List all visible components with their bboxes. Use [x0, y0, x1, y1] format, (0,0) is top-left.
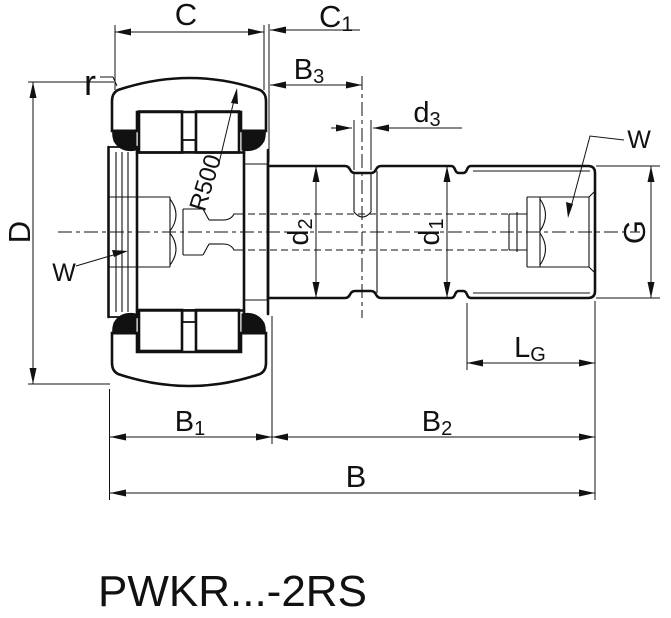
part-designation-title: PWKR...-2RS — [98, 567, 367, 616]
label-B: B — [346, 459, 367, 494]
label-d3: d3 — [413, 97, 440, 131]
label-C: C — [175, 0, 197, 32]
crown-radius-callout: R500 — [185, 88, 238, 214]
dimension-G: G — [596, 165, 660, 299]
roller-rows — [137, 110, 241, 353]
dimension-d1: d1 — [414, 166, 451, 298]
label-B2: B2 — [422, 406, 452, 440]
dimension-d2: d2 — [283, 166, 320, 298]
wrench-flat-right: W — [566, 126, 651, 218]
label-W-right: W — [627, 126, 651, 154]
stud-shaft — [266, 164, 597, 300]
dimension-LG: LG — [466, 301, 596, 500]
dimension-B3: B3 — [270, 54, 362, 89]
label-D: D — [2, 221, 37, 243]
centerlines — [58, 76, 640, 318]
label-R500: R500 — [185, 151, 228, 214]
dimension-C: C — [114, 0, 265, 90]
dimension-d3: d3 — [331, 97, 462, 170]
label-d1: d1 — [414, 218, 448, 245]
label-C1: C1 — [319, 0, 353, 36]
label-G: G — [617, 220, 652, 244]
dimension-B: B — [110, 459, 595, 497]
dimension-D: D — [2, 81, 114, 385]
label-B3: B3 — [294, 54, 324, 88]
wrench-flat-left: W — [52, 250, 128, 287]
label-LG: LG — [514, 332, 546, 366]
outer-ring — [110, 76, 268, 388]
seals — [112, 129, 266, 335]
label-d2: d2 — [283, 218, 317, 245]
dimension-C1: C1 — [268, 0, 360, 162]
dimension-B1-B2: B1 B2 — [109, 316, 595, 500]
label-W-left: W — [52, 259, 76, 287]
label-B1: B1 — [175, 406, 205, 440]
